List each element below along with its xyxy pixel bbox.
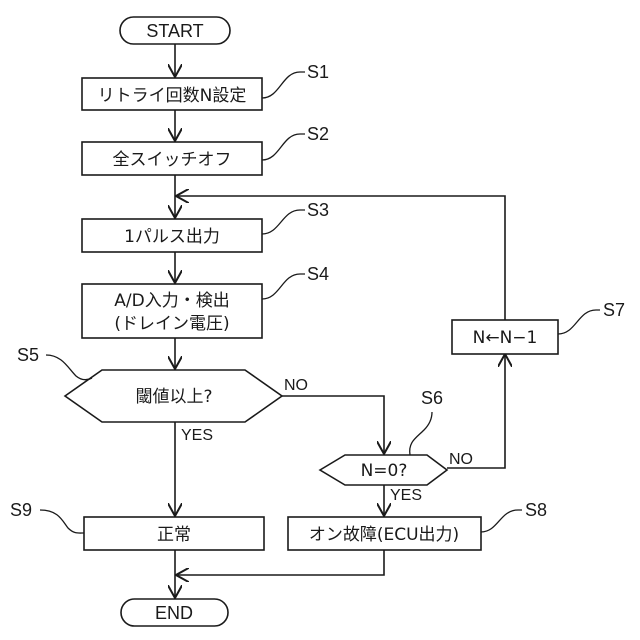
- step-s6-text: N=0?: [361, 461, 408, 481]
- step-s3: 1パルス出力 S3: [82, 200, 329, 252]
- s5-yes-label: YES: [181, 427, 213, 444]
- s3-leader-line: [262, 210, 305, 234]
- step-s7: N←N−1 S7: [452, 300, 625, 354]
- s5-leader-line: [46, 355, 92, 380]
- arrow-s8-end: [176, 550, 384, 575]
- s6-yes-label: YES: [390, 487, 422, 504]
- step-s1: リトライ回数N設定 S1: [82, 62, 329, 110]
- step-s4-label: S4: [307, 264, 329, 284]
- s1-leader-line: [262, 72, 305, 98]
- step-s4-text-line2: (ドレイン電圧): [114, 314, 229, 334]
- step-s7-text: N←N−1: [473, 328, 538, 348]
- s6-no-label: NO: [449, 451, 473, 468]
- step-s1-label: S1: [307, 62, 329, 82]
- step-s8-text: オン故障(ECU出力): [309, 525, 459, 545]
- s5-no-label: NO: [284, 377, 308, 394]
- s9-leader-line: [40, 510, 84, 533]
- arrow-s5-no-s6: [282, 396, 384, 454]
- step-s6-decision: N=0? S6 NO YES: [320, 388, 473, 504]
- step-s5-decision: 閾値以上? S5 NO YES: [17, 345, 308, 444]
- step-s9-label: S9: [10, 500, 32, 520]
- step-s4-text-line1: A/D入力・検出: [114, 291, 229, 311]
- s4-leader-line: [262, 274, 305, 299]
- s6-leader-line: [410, 412, 432, 455]
- step-s8-label: S8: [525, 500, 547, 520]
- step-s2-text: 全スイッチオフ: [113, 150, 232, 170]
- start-label: START: [146, 21, 203, 41]
- step-s7-label: S7: [603, 300, 625, 320]
- s7-leader-line: [558, 310, 600, 334]
- step-s5-text: 閾値以上?: [135, 387, 212, 407]
- s8-leader-line: [481, 510, 522, 532]
- step-s8: オン故障(ECU出力) S8: [288, 500, 547, 550]
- start-terminal: START: [120, 17, 230, 44]
- step-s1-text: リトライ回数N設定: [98, 86, 247, 106]
- step-s6-label: S6: [421, 388, 443, 408]
- step-s2-label: S2: [307, 124, 329, 144]
- end-label: END: [155, 603, 193, 623]
- step-s4: A/D入力・検出 (ドレイン電圧) S4: [82, 264, 329, 338]
- step-s3-label: S3: [307, 200, 329, 220]
- step-s9-text: 正常: [157, 525, 191, 545]
- step-s3-text: 1パルス出力: [124, 227, 220, 247]
- s2-leader-line: [262, 134, 305, 160]
- end-terminal: END: [121, 599, 228, 626]
- step-s2: 全スイッチオフ S2: [82, 124, 329, 175]
- step-s9: 正常 S9: [10, 500, 264, 550]
- step-s5-label: S5: [17, 345, 39, 365]
